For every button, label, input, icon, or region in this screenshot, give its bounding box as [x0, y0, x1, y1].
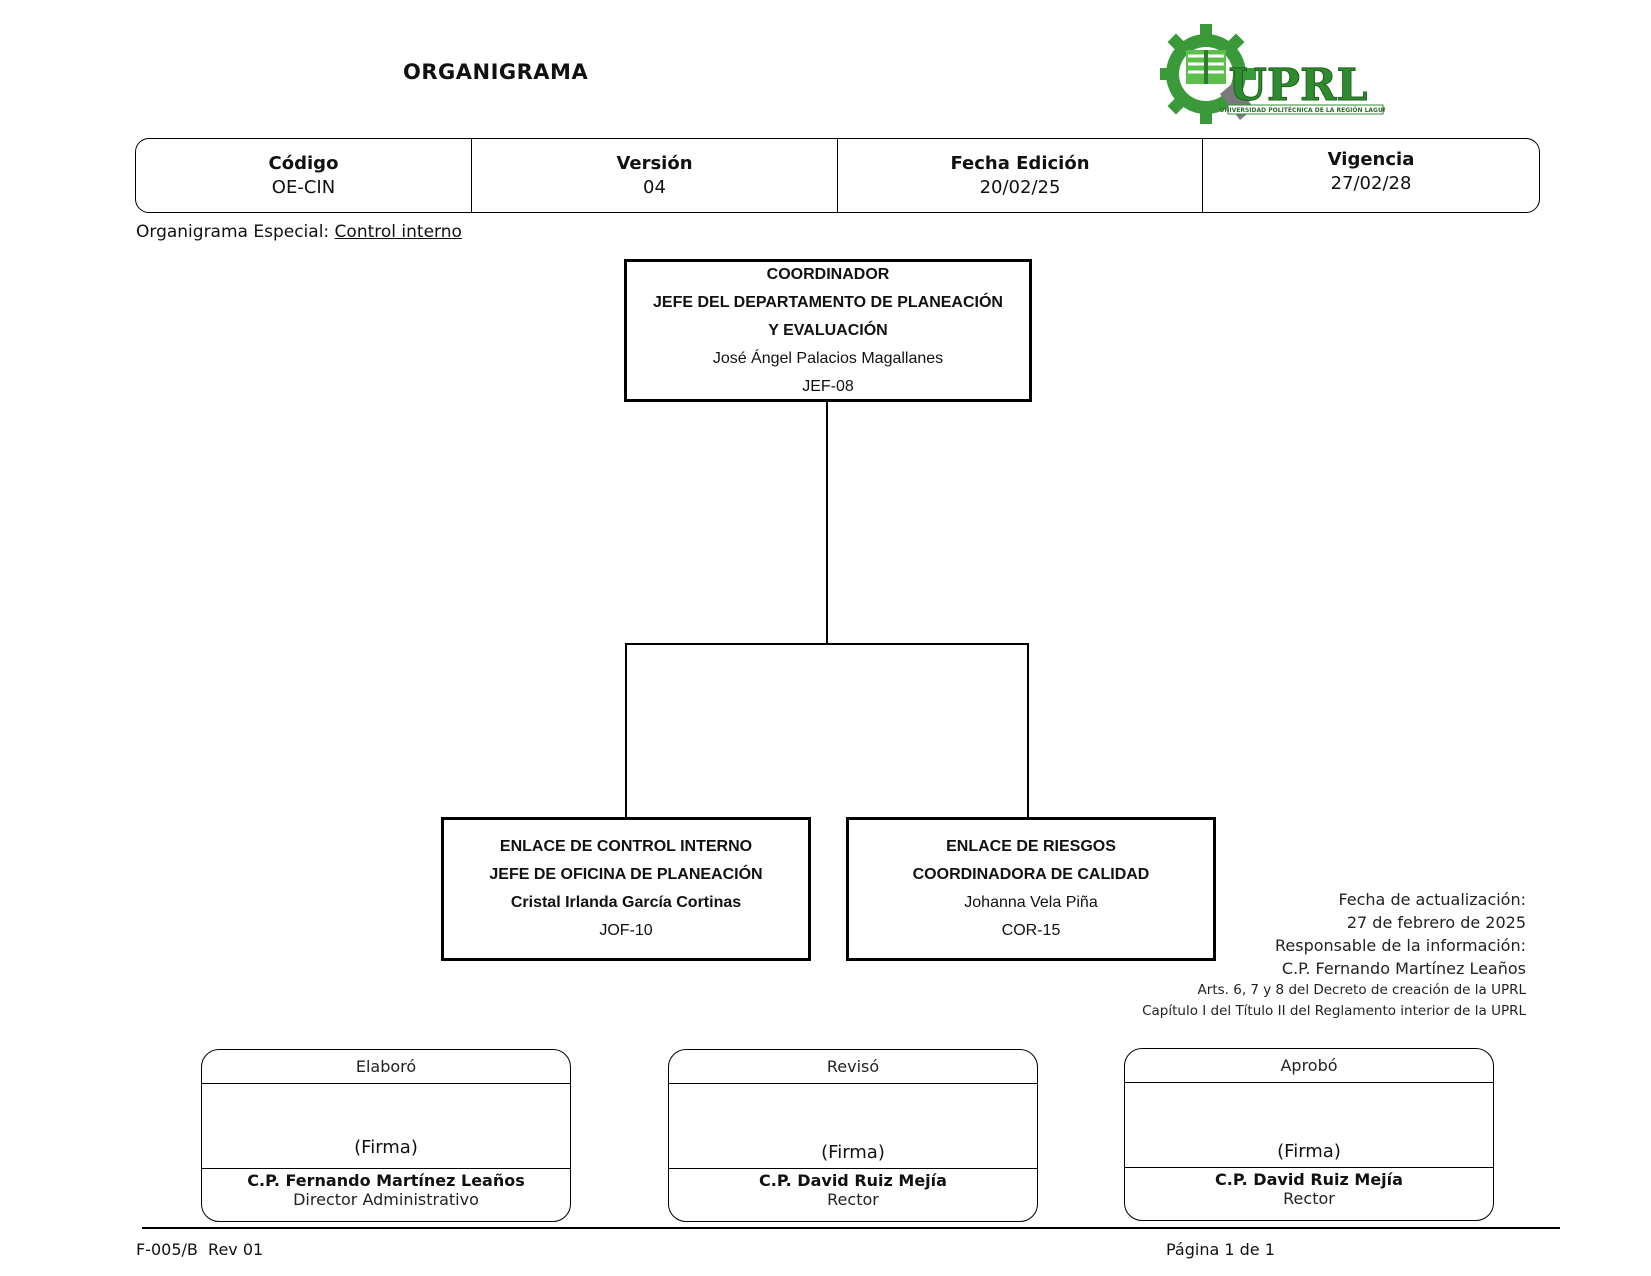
- node-position: COORDINADORA DE CALIDAD: [912, 866, 1150, 883]
- special-prefix: Organigrama Especial:: [136, 222, 335, 242]
- version-cell: Versión 04: [472, 139, 838, 212]
- document-header-table: Código OE-CIN Versión 04 Fecha Edición 2…: [135, 138, 1540, 213]
- signature-area: (Firma): [669, 1084, 1037, 1169]
- responsible-label: Responsable de la información:: [1274, 936, 1526, 955]
- book-icon: [1186, 50, 1226, 84]
- connector-horizontal: [625, 643, 1029, 645]
- signature-heading: Aprobó: [1125, 1049, 1493, 1083]
- update-date: 27 de febrero de 2025: [1346, 913, 1526, 932]
- validity-label: Vigencia: [1327, 149, 1415, 170]
- node-person: Johanna Vela Piña: [964, 894, 1098, 911]
- legal-basis-1: Arts. 6, 7 y 8 del Decreto de creación d…: [1197, 982, 1526, 998]
- connector-right-drop: [1027, 643, 1029, 817]
- node-code: JOF-10: [599, 922, 653, 939]
- uprl-logo: UPRL UNIVERSIDAD POLITÉCNICA DE LA REGIÓ…: [1160, 24, 1385, 124]
- signature-placeholder: (Firma): [354, 1137, 418, 1158]
- logo-wordmark: UPRL: [1229, 60, 1368, 111]
- signer-role: Director Administrativo: [293, 1190, 479, 1209]
- signature-box-aprobo: Aprobó (Firma) C.P. David Ruiz Mejía Rec…: [1124, 1048, 1494, 1221]
- node-position: JEFE DEL DEPARTAMENTO DE PLANEACIÓN Y EV…: [653, 293, 1003, 339]
- form-code: F-005/B Rev 01: [136, 1240, 264, 1259]
- edition-date-value: 20/02/25: [979, 177, 1061, 198]
- signer-name: C.P. David Ruiz Mejía: [1215, 1170, 1403, 1189]
- signer-name: C.P. Fernando Martínez Leaños: [247, 1171, 525, 1190]
- edition-date-label: Fecha Edición: [950, 153, 1090, 174]
- code-label: Código: [268, 153, 339, 174]
- signer-role: Rector: [1283, 1189, 1335, 1208]
- signature-heading: Elaboró: [202, 1050, 570, 1084]
- responsible-name: C.P. Fernando Martínez Leaños: [1281, 959, 1526, 978]
- logo-subtext: UNIVERSIDAD POLITÉCNICA DE LA REGIÓN LAG…: [1219, 106, 1385, 114]
- node-code: COR-15: [1001, 922, 1061, 939]
- code-cell: Código OE-CIN: [136, 139, 472, 212]
- validity-cell: Vigencia 27/02/28: [1203, 139, 1539, 212]
- connector-vertical-main: [826, 402, 828, 643]
- node-title: COORDINADOR: [766, 265, 890, 283]
- signature-placeholder: (Firma): [821, 1142, 885, 1163]
- node-title: ENLACE DE RIESGOS: [946, 838, 1116, 855]
- node-code: JEF-08: [802, 377, 854, 395]
- update-note: Fecha de actualización: 27 de febrero de…: [1142, 888, 1526, 1022]
- connector-left-drop: [625, 643, 627, 817]
- node-position: JEFE DE OFICINA DE PLANEACIÓN: [489, 866, 763, 883]
- signer-role: Rector: [827, 1190, 879, 1209]
- signature-area: (Firma): [202, 1084, 570, 1169]
- page-number: Página 1 de 1: [1166, 1240, 1275, 1259]
- signer-name: C.P. David Ruiz Mejía: [759, 1171, 947, 1190]
- signature-area: (Firma): [1125, 1083, 1493, 1168]
- version-value: 04: [643, 177, 666, 198]
- validity-value: 27/02/28: [1330, 173, 1412, 194]
- version-label: Versión: [616, 153, 693, 174]
- org-node-risks: ENLACE DE RIESGOS COORDINADORA DE CALIDA…: [846, 817, 1216, 961]
- special-name: Control interno: [334, 222, 462, 242]
- signature-box-reviso: Revisó (Firma) C.P. David Ruiz Mejía Rec…: [668, 1049, 1038, 1222]
- node-person: Cristal Irlanda García Cortinas: [510, 894, 742, 911]
- node-person: José Ángel Palacios Magallanes: [712, 349, 944, 367]
- org-node-coordinator: COORDINADOR JEFE DEL DEPARTAMENTO DE PLA…: [624, 259, 1032, 402]
- code-value: OE-CIN: [271, 177, 336, 198]
- edition-date-cell: Fecha Edición 20/02/25: [838, 139, 1203, 212]
- node-title: ENLACE DE CONTROL INTERNO: [499, 838, 753, 855]
- signature-box-elaboro: Elaboró (Firma) C.P. Fernando Martínez L…: [201, 1049, 571, 1222]
- signature-heading: Revisó: [669, 1050, 1037, 1084]
- footer-divider: [142, 1227, 1560, 1229]
- org-node-internal-control: ENLACE DE CONTROL INTERNO JEFE DE OFICIN…: [441, 817, 811, 961]
- signature-placeholder: (Firma): [1277, 1141, 1341, 1162]
- legal-basis-2: Capítulo I del Título II del Reglamento …: [1142, 1003, 1526, 1019]
- page-title: ORGANIGRAMA: [403, 60, 589, 84]
- update-date-label: Fecha de actualización:: [1338, 890, 1526, 909]
- special-org-label: Organigrama Especial: Control interno: [136, 222, 462, 242]
